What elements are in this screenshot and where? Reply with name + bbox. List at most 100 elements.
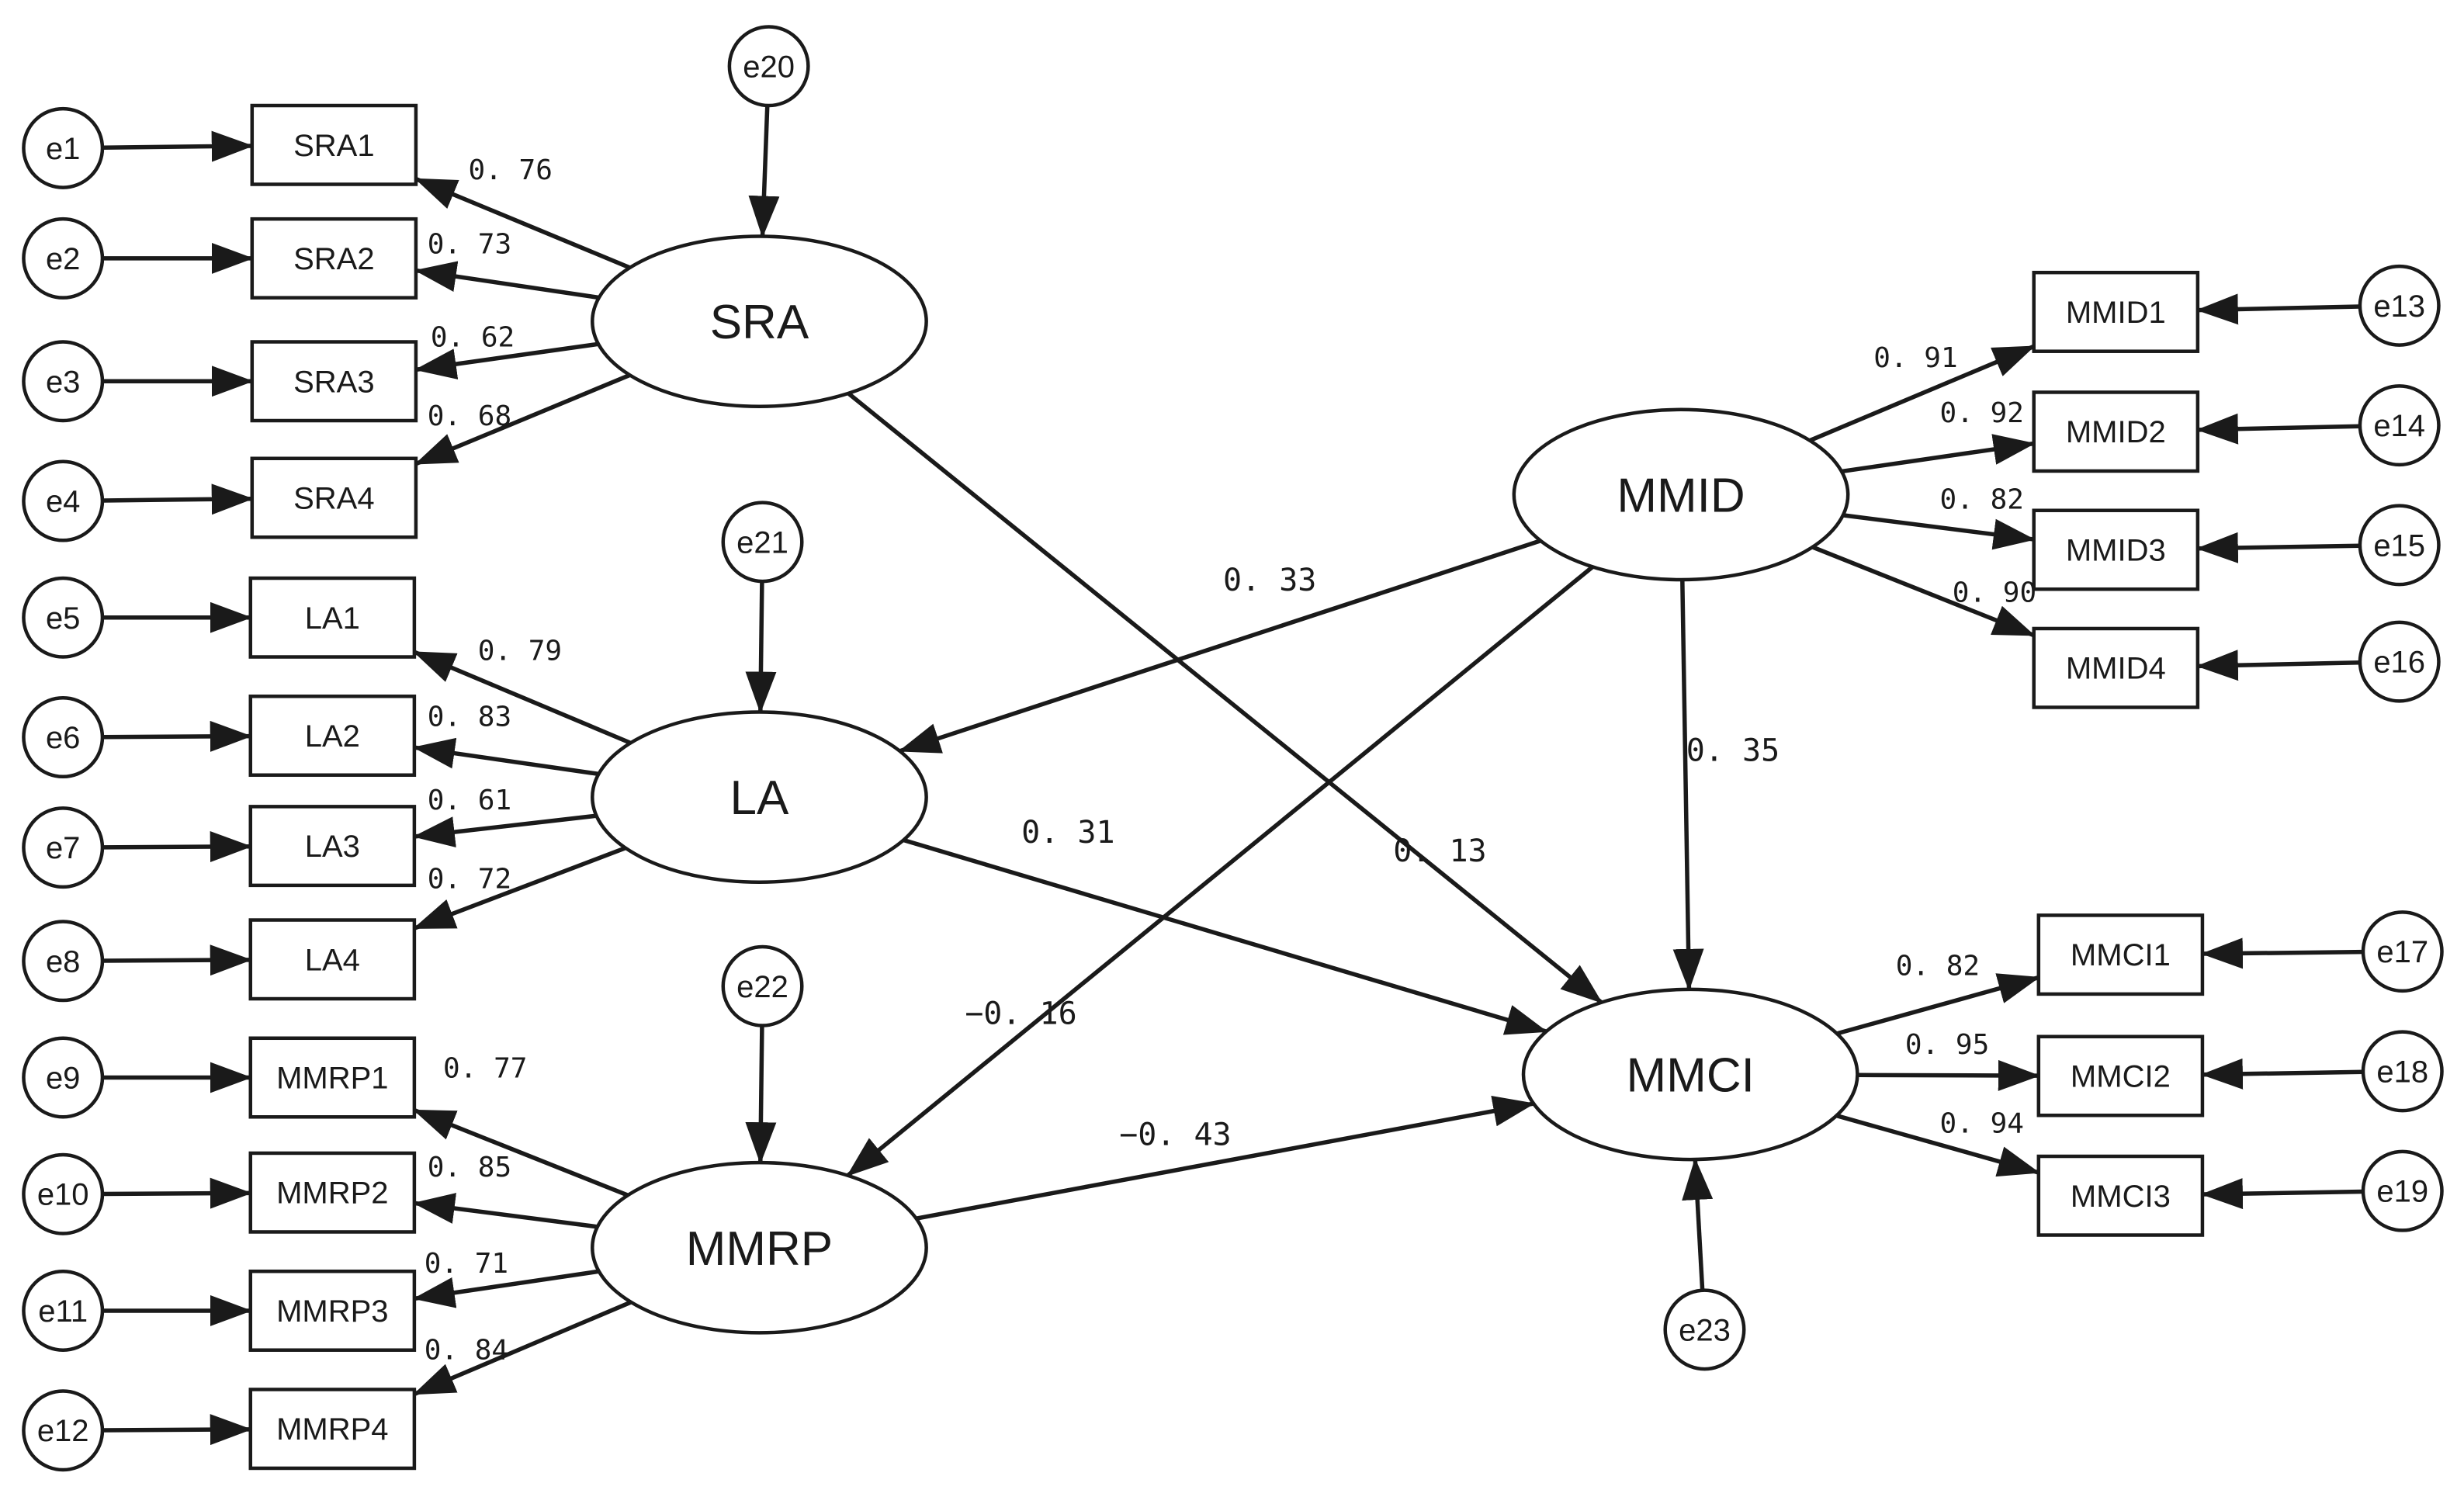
error-label-e19: e19 <box>2376 1175 2428 1209</box>
loading-coef-LA3: 0. 61 <box>428 785 511 816</box>
error-label-e12: e12 <box>37 1414 89 1448</box>
loading-arrow-MMCI-MMCI2 <box>1857 1059 2040 1091</box>
error-node-e10: e10 <box>22 1152 105 1235</box>
loading-coef-MMID1: 0. 91 <box>1873 342 1957 374</box>
indicator-label-MMID4: MMID4 <box>2066 652 2166 686</box>
loading-coef-MMRP3: 0. 71 <box>425 1248 508 1280</box>
error-label-e13: e13 <box>2373 289 2425 324</box>
latent-ellipse-MMID: MMID <box>1512 407 1850 582</box>
indicator-box-MMID4: MMID4 <box>2032 626 2200 709</box>
path-arrow-MMID-LA <box>898 539 1541 754</box>
loading-arrow-MMCI-MMCI1 <box>1836 973 2040 1036</box>
error-label-e16: e16 <box>2373 646 2425 680</box>
indicator-box-SRA3: SRA3 <box>250 340 418 423</box>
latent-label-MMID: MMID <box>1617 469 1745 522</box>
loading-arrow-MMRP-MMRP4 <box>413 1300 632 1396</box>
indicator-label-MMID1: MMID1 <box>2066 296 2166 330</box>
loading-coef-LA2: 0. 83 <box>428 702 511 733</box>
latent-ellipse-LA: LA <box>591 710 928 885</box>
error-arrow-e13 <box>2195 293 2361 325</box>
indicator-box-MMID3: MMID3 <box>2032 508 2200 591</box>
error-node-e13: e13 <box>2358 264 2441 347</box>
indicator-box-MMCI1: MMCI1 <box>2036 913 2205 996</box>
error-node-e4: e4 <box>22 459 105 542</box>
loading-coef-MMCI2: 0. 95 <box>1905 1029 1989 1061</box>
loading-coef-MMID3: 0. 82 <box>1940 484 2024 516</box>
error-arrow-e22 <box>745 1025 777 1165</box>
error-arrow-e17 <box>2200 937 2364 969</box>
error-node-e22: e22 <box>721 944 804 1027</box>
indicator-label-LA1: LA1 <box>305 601 360 636</box>
latent-ellipse-MMCI: MMCI <box>1521 987 1859 1162</box>
error-node-e12: e12 <box>22 1389 105 1472</box>
indicator-label-LA3: LA3 <box>305 830 360 864</box>
loading-coef-LA4: 0. 72 <box>428 864 511 896</box>
error-label-e1: e1 <box>46 132 81 166</box>
error-node-e11: e11 <box>22 1269 105 1352</box>
error-node-e2: e2 <box>22 217 105 300</box>
path-arrow-MMRP-MMCI <box>916 1095 1536 1221</box>
loading-coef-MMCI1: 0. 82 <box>1896 950 1980 982</box>
error-node-e18: e18 <box>2361 1030 2444 1113</box>
indicator-box-MMRP2: MMRP2 <box>248 1151 417 1234</box>
indicator-label-MMRP3: MMRP3 <box>276 1294 388 1329</box>
loading-arrow-MMID-MMID1 <box>1808 344 2036 443</box>
loading-coef-MMCI3: 0. 94 <box>1940 1107 2024 1139</box>
error-arrow-e6 <box>102 720 252 752</box>
error-label-e6: e6 <box>46 721 81 755</box>
error-node-e23: e23 <box>1663 1288 1746 1371</box>
error-arrow-e14 <box>2195 413 2361 445</box>
error-node-e14: e14 <box>2358 384 2441 467</box>
error-label-e20: e20 <box>743 50 795 84</box>
indicator-box-SRA2: SRA2 <box>250 217 418 300</box>
indicator-label-SRA4: SRA4 <box>293 481 375 515</box>
error-arrow-e10 <box>102 1177 252 1209</box>
error-arrow-e16 <box>2195 650 2361 681</box>
path-arrow-MMID-MMRP <box>846 565 1594 1177</box>
error-node-e15: e15 <box>2358 504 2441 587</box>
indicator-box-MMID2: MMID2 <box>2032 390 2200 473</box>
indicator-box-LA4: LA4 <box>248 918 417 1001</box>
error-node-e20: e20 <box>727 25 810 108</box>
error-node-e5: e5 <box>22 576 105 659</box>
path-coef-MMID_LA: 0. 33 <box>1223 563 1316 598</box>
error-arrow-e12 <box>102 1414 252 1446</box>
error-label-e14: e14 <box>2373 409 2425 443</box>
error-label-e4: e4 <box>46 485 81 519</box>
latent-ellipse-MMRP: MMRP <box>591 1160 928 1335</box>
loading-coef-MMID2: 0. 92 <box>1940 397 2024 429</box>
error-arrow-e8 <box>102 944 252 976</box>
indicator-label-MMRP4: MMRP4 <box>276 1412 388 1447</box>
path-arrow-MMID-MMCI <box>1672 579 1704 991</box>
indicator-label-MMRP1: MMRP1 <box>276 1062 388 1096</box>
error-node-e21: e21 <box>721 501 804 584</box>
latent-label-MMCI: MMCI <box>1627 1048 1755 1102</box>
path-arrow-SRA-MMCI <box>847 391 1603 1004</box>
indicator-label-MMRP2: MMRP2 <box>276 1176 388 1211</box>
error-arrow-e20 <box>748 105 780 238</box>
nodes-layer: e1e2e3e4e5e6e7e8e9e10e11e12e13e14e15e16e… <box>22 25 2444 1472</box>
indicator-box-LA1: LA1 <box>248 576 417 659</box>
loading-arrow-SRA-SRA4 <box>414 372 631 466</box>
loading-arrow-MMRP-MMRP2 <box>412 1193 598 1229</box>
error-node-e9: e9 <box>22 1036 105 1119</box>
indicator-box-SRA4: SRA4 <box>250 456 418 539</box>
error-label-e22: e22 <box>736 970 788 1004</box>
indicator-label-MMCI3: MMCI3 <box>2071 1180 2171 1214</box>
loading-arrow-SRA-SRA2 <box>414 261 600 300</box>
latent-label-SRA: SRA <box>710 296 809 349</box>
error-node-e6: e6 <box>22 696 105 779</box>
loading-coef-SRA2: 0. 73 <box>428 229 511 261</box>
error-label-e3: e3 <box>46 365 81 399</box>
loading-arrow-MMID-MMID4 <box>1811 545 2036 638</box>
indicator-label-LA2: LA2 <box>305 719 360 754</box>
path-coef-MMRP_MMCI: −0. 43 <box>1119 1118 1232 1153</box>
indicator-box-MMRP3: MMRP3 <box>248 1269 417 1352</box>
path-coef-MMID_MMRP: −0. 16 <box>965 996 1077 1031</box>
indicator-box-MMRP4: MMRP4 <box>248 1388 417 1471</box>
labels-layer: 0. 760. 730. 620. 680. 790. 830. 610. 72… <box>425 154 2036 1366</box>
path-coef-SRA_MMCI: 0. 13 <box>1393 833 1486 869</box>
error-label-e5: e5 <box>46 601 81 636</box>
error-label-e9: e9 <box>46 1062 81 1096</box>
error-node-e19: e19 <box>2361 1149 2444 1232</box>
